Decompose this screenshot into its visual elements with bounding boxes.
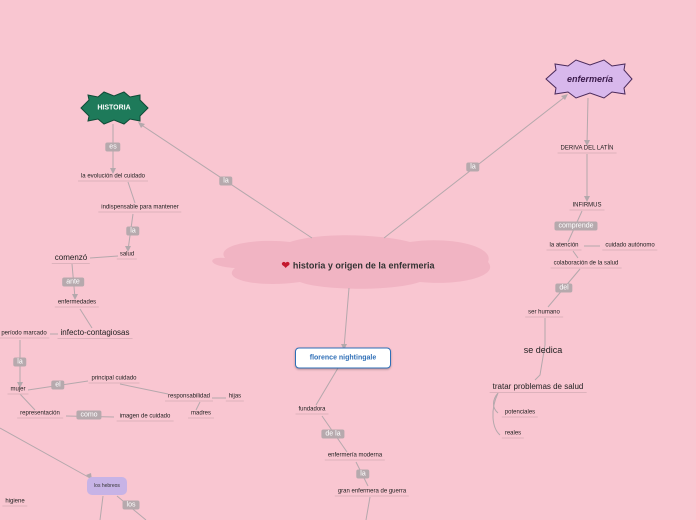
node-atencion[interactable]: la atención (546, 242, 582, 251)
node-enfermedades[interactable]: enfermedades (54, 299, 100, 308)
hebreos-node[interactable]: los hebreos (87, 477, 127, 495)
node-infecto[interactable]: infecto-contagiosas (57, 327, 133, 339)
label-el[interactable]: el (51, 380, 65, 390)
label-del[interactable]: del (555, 283, 573, 293)
label-de-la[interactable]: de la (321, 429, 345, 439)
enfermeria-shape (545, 59, 633, 99)
label-la-left[interactable]: la (219, 176, 233, 186)
node-representacion[interactable]: representación (17, 410, 63, 419)
node-madres[interactable]: madres (187, 410, 215, 419)
node-periodo[interactable]: período marcado (0, 330, 50, 339)
node-guerra[interactable]: gran enfermera de guerra (334, 488, 410, 497)
node-higiene[interactable]: higiene (2, 498, 28, 507)
florence-node[interactable]: florence nightingale (295, 347, 391, 369)
label-es[interactable]: es (105, 142, 121, 152)
node-infirmus[interactable]: INFIRMUS (569, 202, 605, 211)
node-hijas[interactable]: hijas (225, 393, 245, 402)
label-los[interactable]: los (122, 500, 140, 510)
node-potenciales[interactable]: potenciales (501, 409, 539, 418)
node-comenzo[interactable]: comenzó (51, 252, 91, 264)
node-tratar[interactable]: tratar problemas de salud (489, 381, 587, 393)
historia-title[interactable]: HISTORIA (97, 104, 131, 112)
node-imagen[interactable]: imagen de cuidado (116, 413, 174, 422)
node-reales[interactable]: reales (501, 430, 525, 439)
node-evolucion[interactable]: la evolución del cuidado (77, 173, 149, 182)
central-topic[interactable]: ❤historia y origen de la enfermeria (282, 261, 435, 272)
heart-icon: ❤ (281, 260, 290, 272)
label-la-mujer[interactable]: la (13, 357, 27, 367)
label-ante[interactable]: ante (62, 277, 84, 287)
node-principal-cuidado[interactable]: principal cuidado (88, 375, 140, 384)
node-ser-humano[interactable]: ser humano (525, 309, 563, 318)
enfermeria-title[interactable]: enfermería (566, 74, 614, 84)
central-title: historia y origen de la enfermeria (292, 260, 435, 271)
label-la-salud[interactable]: la (126, 226, 140, 236)
node-se-dedica[interactable]: se dedica (523, 345, 563, 355)
label-comprende[interactable]: comprende (554, 221, 598, 231)
node-moderna[interactable]: enfermería moderna (324, 452, 386, 461)
node-colaboracion[interactable]: colaboración de la salud (550, 260, 622, 269)
node-indispensable[interactable]: indispensable para mantener (98, 204, 182, 213)
node-responsabilidad[interactable]: responsabilidad (164, 393, 214, 402)
node-mujer[interactable]: mujer (7, 386, 29, 395)
label-la-right[interactable]: la (466, 162, 480, 172)
node-fundadora[interactable]: fundadora (295, 406, 329, 415)
node-cuidado-autonomo[interactable]: cuidado autónomo (602, 242, 658, 251)
node-deriva[interactable]: DERIVA DEL LATÍN (557, 145, 617, 154)
label-la-guerra[interactable]: la (356, 469, 370, 479)
historia-shape (80, 91, 149, 125)
node-salud[interactable]: salud (116, 251, 138, 260)
label-como[interactable]: como (76, 410, 102, 420)
central-cloud (212, 235, 491, 289)
